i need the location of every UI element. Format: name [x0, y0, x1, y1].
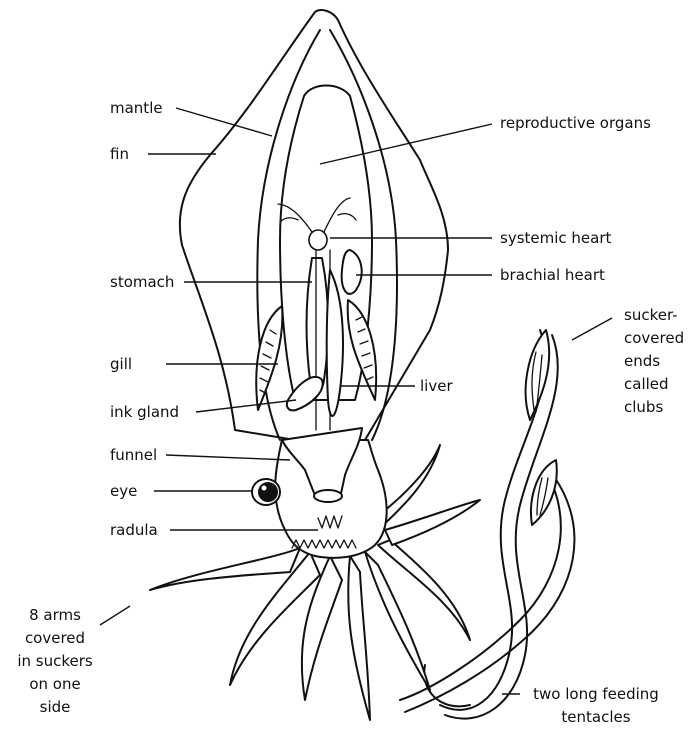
label-stomach: stomach — [110, 273, 174, 291]
label-mantle: mantle — [110, 99, 163, 117]
label-clubs: sucker- covered ends called clubs — [624, 306, 684, 416]
label-clubs-line-1: sucker- — [624, 306, 678, 324]
label-brachial-heart: brachial heart — [500, 266, 605, 284]
label-clubs-line-5: clubs — [624, 398, 663, 416]
label-gill: gill — [110, 355, 132, 373]
label-tentacles: two long feeding tentacles — [533, 685, 659, 726]
label-clubs-line-2: covered — [624, 329, 684, 347]
label-fin: fin — [110, 145, 129, 163]
label-funnel: funnel — [110, 446, 157, 464]
stomach-organ — [306, 258, 328, 391]
eye-shape — [252, 479, 280, 505]
label-arms: 8 arms covered in suckers on one side — [17, 606, 93, 716]
label-eye: eye — [110, 482, 137, 500]
label-arms-line-5: side — [40, 698, 71, 716]
brachial-heart-organ — [342, 250, 362, 294]
label-radula: radula — [110, 521, 158, 539]
label-tentacles-line-2: tentacles — [561, 708, 630, 726]
label-reproductive-organs: reproductive organs — [500, 114, 651, 132]
label-systemic-heart: systemic heart — [500, 229, 612, 247]
label-liver: liver — [420, 377, 453, 395]
label-arms-line-3: in suckers — [17, 652, 93, 670]
label-ink-gland: ink gland — [110, 403, 179, 421]
label-clubs-line-4: called — [624, 375, 669, 393]
label-arms-line-1: 8 arms — [29, 606, 81, 624]
label-tentacles-line-1: two long feeding — [533, 685, 659, 703]
label-arms-line-4: on one — [29, 675, 80, 693]
label-arms-line-2: covered — [25, 629, 85, 647]
label-clubs-line-3: ends — [624, 352, 660, 370]
